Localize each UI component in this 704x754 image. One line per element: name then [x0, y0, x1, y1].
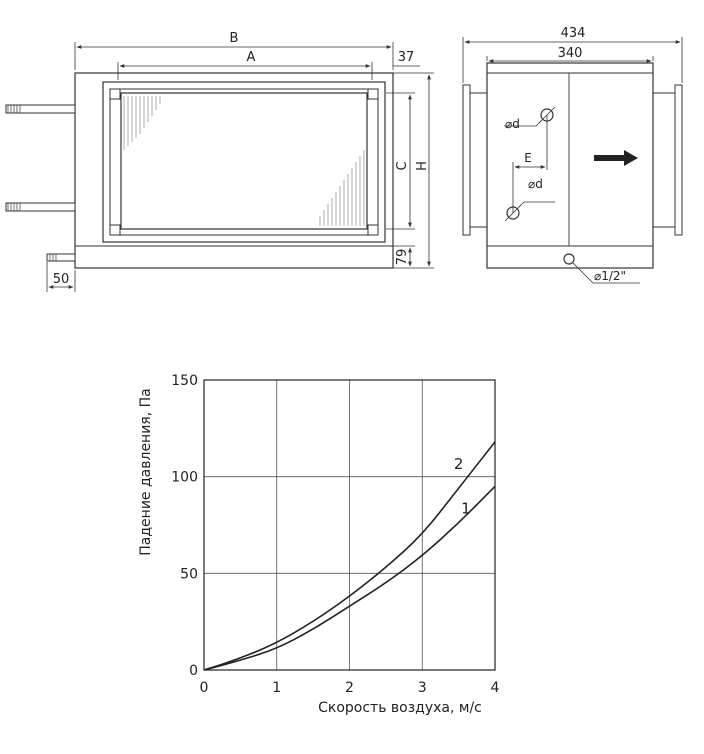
dimension-A: A — [247, 50, 256, 65]
dimension-H: H — [415, 161, 430, 171]
side-flange-right — [674, 84, 683, 236]
x-tick-label: 0 — [200, 680, 209, 696]
fins-hatching — [123, 96, 365, 226]
series-label-1: 1 — [461, 499, 471, 517]
label-diameter-d-top: ⌀d — [505, 117, 520, 131]
side-view: E ⌀d ⌀d ⌀1/2" 434 340 — [462, 26, 683, 284]
y-tick-label: 100 — [171, 470, 198, 486]
airflow-arrow-icon — [594, 150, 638, 166]
dimension-E: E — [524, 151, 532, 165]
chart-x-axis-label: Скорость воздуха, м/с — [318, 700, 482, 716]
drain-connector — [563, 253, 575, 265]
drain-pipe — [46, 253, 76, 262]
inlet-pipe-top — [5, 104, 76, 114]
front-outer-casing — [74, 72, 394, 269]
outlet-pipe-bottom — [5, 202, 76, 212]
dimension-50: 50 — [53, 272, 70, 287]
y-tick-label: 50 — [180, 566, 198, 582]
front-view: B A 37 C H 79 50 — [5, 31, 434, 292]
chart-plot-frame — [203, 379, 496, 671]
series-label-2: 2 — [454, 455, 464, 473]
x-tick-label: 3 — [418, 680, 427, 696]
series-line-1 — [203, 485, 496, 671]
series-line-2 — [203, 441, 496, 671]
dimension-340: 340 — [558, 46, 583, 61]
heat-exchanger-window — [120, 92, 368, 230]
y-tick-label: 150 — [171, 373, 198, 389]
x-tick-label: 1 — [272, 680, 281, 696]
label-diameter-d-bottom: ⌀d — [528, 177, 543, 191]
front-frame — [102, 81, 386, 243]
chart-series-labels: 12 — [454, 455, 471, 517]
x-tick-label: 4 — [491, 680, 500, 696]
side-casing — [486, 62, 654, 269]
chart-series — [203, 441, 496, 671]
chart-y-axis-label: Падение давления, Па — [138, 388, 154, 555]
y-tick-label: 0 — [189, 663, 198, 679]
label-drain-diameter: ⌀1/2" — [594, 269, 626, 283]
dimension-434: 434 — [561, 26, 586, 41]
side-flange-left — [462, 84, 471, 236]
dimension-37: 37 — [398, 50, 415, 65]
chart-grid — [204, 380, 495, 670]
dimension-C: C — [395, 161, 410, 170]
dimension-B: B — [230, 31, 239, 46]
dimension-79: 79 — [395, 249, 410, 266]
x-tick-label: 2 — [345, 680, 354, 696]
